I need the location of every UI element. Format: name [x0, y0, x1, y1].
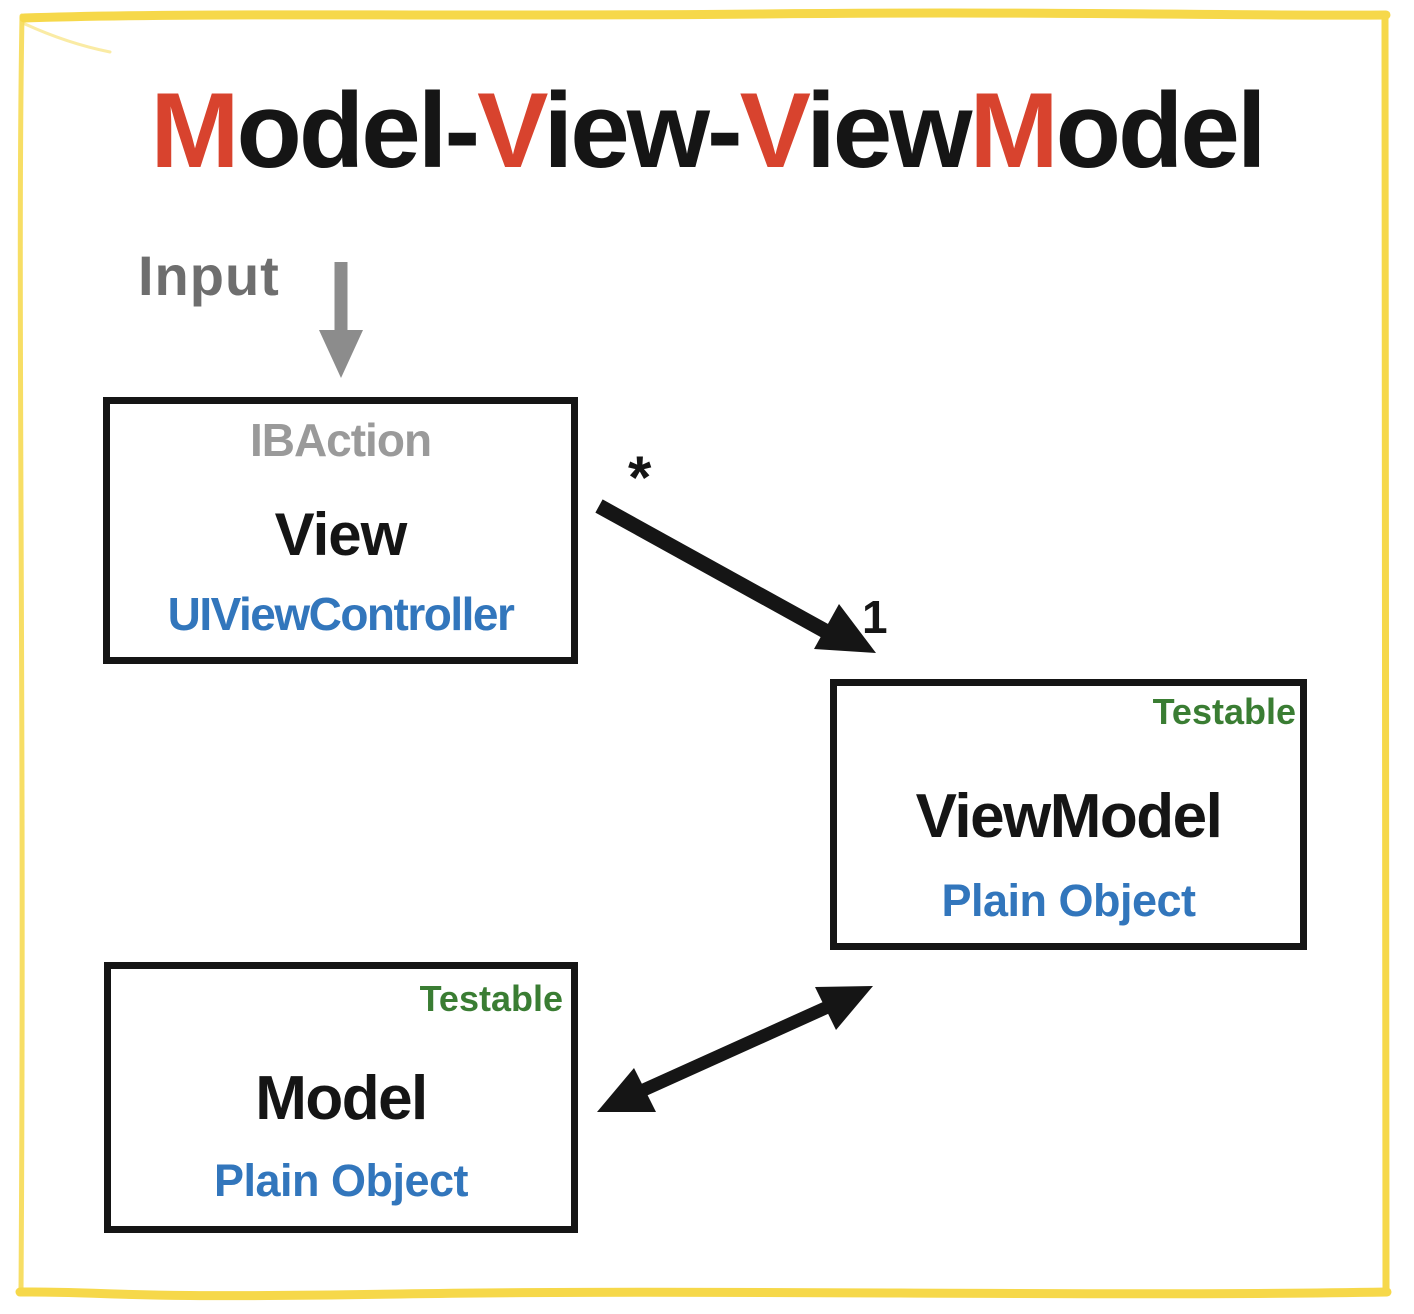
viewmodel-box-title: ViewModel	[915, 782, 1223, 851]
model-box-title: Model	[255, 1064, 428, 1133]
viewmodel-testable-badge: Testable	[1152, 691, 1296, 732]
model-testable-badge: Testable	[419, 978, 563, 1019]
input-label: Input	[138, 244, 280, 307]
view-box-ibaction-label: IBAction	[249, 414, 432, 466]
viewmodel-box-class-label: Plain Object	[941, 875, 1196, 926]
model-viewmodel-arrow	[597, 986, 873, 1112]
title-segment: odel-	[236, 70, 480, 190]
title-segment: V	[477, 70, 546, 190]
model-box: Testable Model Plain Object	[104, 962, 578, 1233]
title-segment: iew-	[543, 70, 743, 190]
model-box-class-label: Plain Object	[213, 1155, 469, 1206]
title-segment: M	[969, 70, 1059, 190]
view-box-title: View	[274, 501, 408, 568]
multiplicity-many-label: *	[628, 444, 652, 511]
viewmodel-box: Testable ViewModel Plain Object	[830, 679, 1307, 950]
view-box-class-label: UIViewController	[167, 588, 515, 640]
view-to-viewmodel-arrow	[595, 499, 876, 653]
multiplicity-one-label: 1	[862, 591, 888, 643]
title-segment: V	[739, 70, 809, 190]
view-box: IBAction View UIViewController	[103, 397, 578, 664]
input-arrow	[319, 262, 363, 378]
title-segment: odel	[1055, 70, 1267, 190]
title-segment: iew	[806, 70, 972, 190]
title-segment: M	[150, 70, 239, 190]
page-title: Model-View-ViewModel	[30, 77, 1384, 184]
